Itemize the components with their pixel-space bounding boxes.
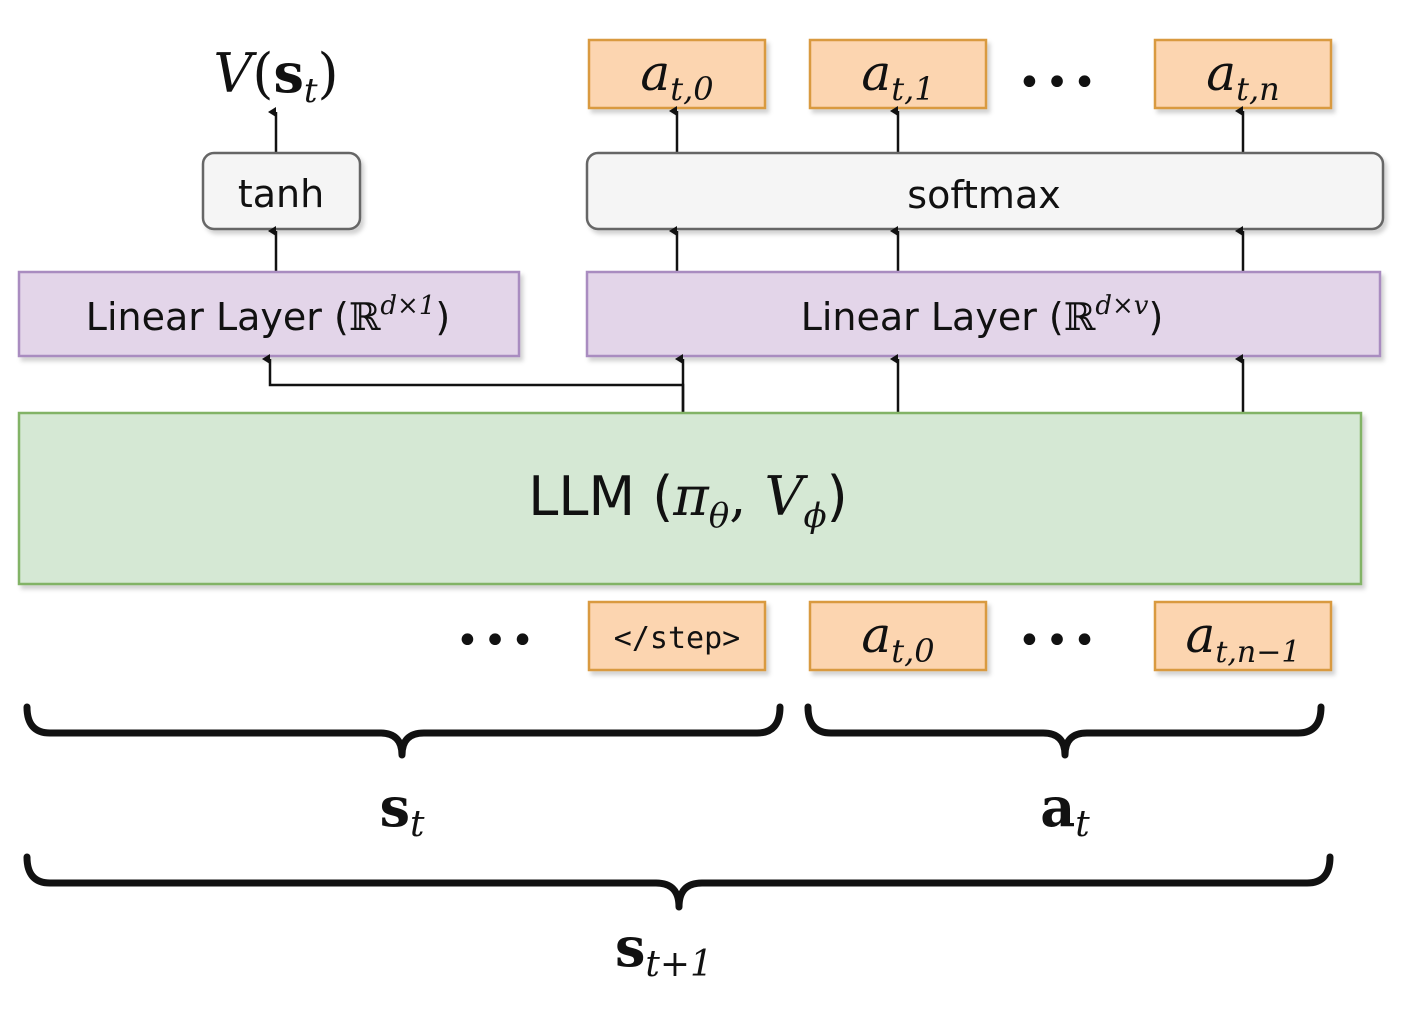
input-ellipsis: ••• bbox=[1018, 618, 1101, 664]
value-output-label: V(st) bbox=[213, 41, 338, 111]
next-state-label: st+1 bbox=[615, 915, 713, 985]
value-linear-label: Linear Layer (ℝd×1) bbox=[86, 291, 450, 339]
tanh-box bbox=[201, 151, 362, 231]
state-brace bbox=[23, 703, 784, 759]
tanh-label: tanh bbox=[238, 172, 324, 216]
llm-box bbox=[17, 411, 1363, 586]
output-token-label: at,0 bbox=[640, 44, 713, 108]
output-token-box bbox=[1153, 38, 1333, 110]
input-token-label: at,n−1 bbox=[1186, 606, 1301, 670]
step-token-box bbox=[587, 600, 767, 672]
value-linear-layer bbox=[17, 270, 521, 358]
action-brace bbox=[804, 703, 1325, 759]
input-token-box bbox=[808, 600, 988, 672]
llm-label: LLM (πθ,Vϕ) bbox=[528, 465, 847, 536]
softmax-box bbox=[585, 151, 1385, 231]
output-token-label: at,1 bbox=[861, 44, 934, 108]
output-token-label: at,n bbox=[1206, 44, 1279, 108]
arrow-llm-to-value-linear bbox=[262, 354, 685, 413]
input-ellipsis: ••• bbox=[456, 618, 539, 664]
step-token-label: </step> bbox=[614, 621, 740, 656]
softmax-label: softmax bbox=[907, 173, 1060, 217]
input-token-box bbox=[1153, 600, 1333, 672]
output-token-box bbox=[587, 38, 767, 110]
state-label: st bbox=[380, 775, 425, 845]
action-label: at bbox=[1040, 775, 1090, 845]
next-state-brace bbox=[23, 853, 1334, 911]
input-token-label: at,0 bbox=[861, 606, 934, 670]
policy-linear-label: Linear Layer (ℝd×v) bbox=[801, 291, 1164, 339]
output-ellipsis: ••• bbox=[1018, 60, 1101, 106]
output-token-box bbox=[808, 38, 988, 110]
policy-linear-layer bbox=[585, 270, 1382, 358]
